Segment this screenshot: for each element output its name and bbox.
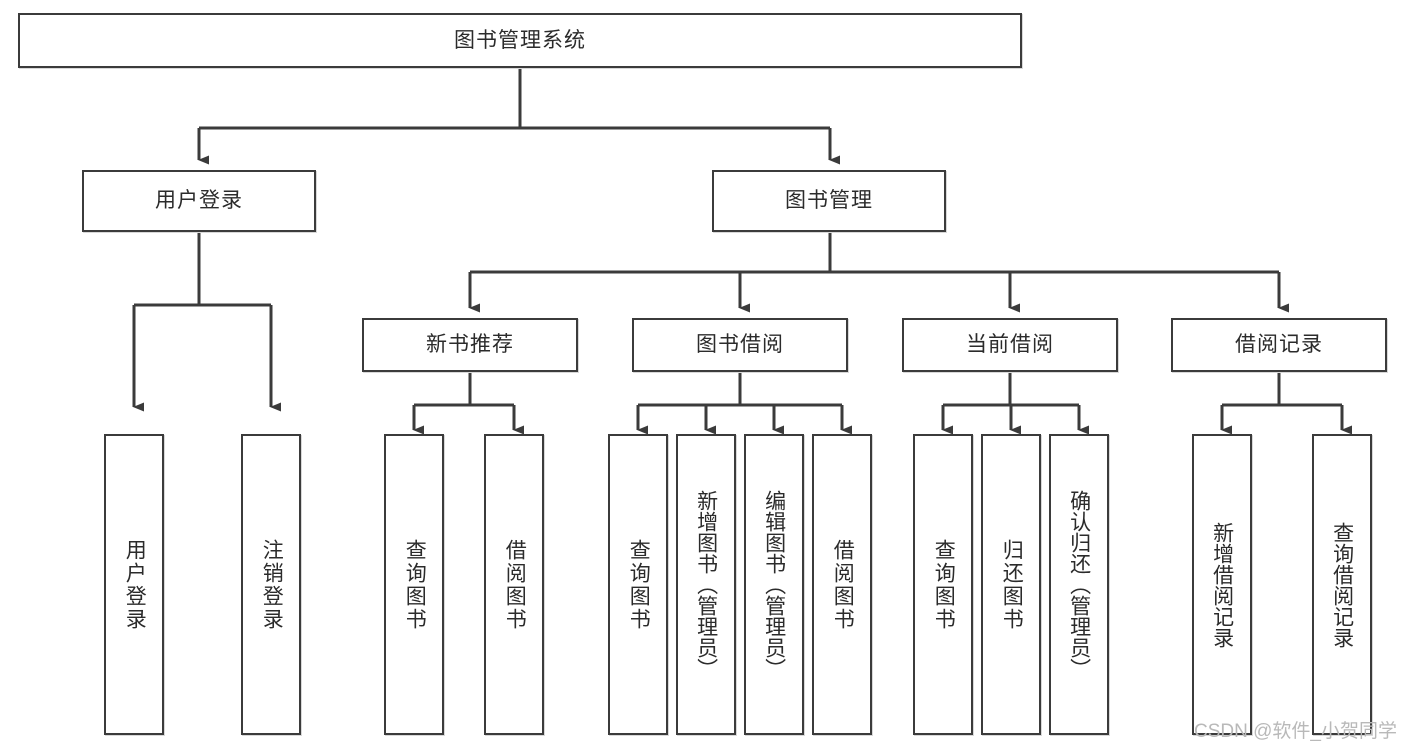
node-borrow-record[interactable]: 借阅记录 (1171, 318, 1387, 372)
node-root-label: 图书管理系统 (454, 28, 586, 52)
node-leaf-return-book-label: 归还图书 (1000, 538, 1024, 631)
node-user-login-label: 用户登录 (155, 189, 243, 213)
node-book-borrow-label: 图书借阅 (696, 333, 784, 357)
node-leaf-query-book-3-label: 查询图书 (932, 538, 956, 631)
node-leaf-user-login[interactable]: 用户登录 (104, 434, 164, 735)
node-leaf-borrow-book-2-label: 借阅图书 (831, 538, 855, 631)
node-leaf-query-book-2[interactable]: 查询图书 (608, 434, 668, 735)
node-leaf-query-book-1[interactable]: 查询图书 (384, 434, 444, 735)
node-leaf-borrow-book-2[interactable]: 借阅图书 (812, 434, 872, 735)
node-user-login[interactable]: 用户登录 (82, 170, 316, 232)
node-book-manage[interactable]: 图书管理 (712, 170, 946, 232)
node-borrow-record-label: 借阅记录 (1235, 333, 1323, 357)
node-leaf-edit-book[interactable]: 编辑图书（管理员） (744, 434, 804, 735)
node-leaf-query-book-3[interactable]: 查询图书 (913, 434, 973, 735)
node-leaf-confirm-return-label: 确认归还（管理员） (1067, 490, 1091, 679)
node-book-manage-label: 图书管理 (785, 189, 873, 213)
watermark-text: CSDN @软件_小贺同学 (1194, 721, 1397, 742)
node-leaf-query-book-1-label: 查询图书 (403, 538, 427, 631)
node-current-borrow[interactable]: 当前借阅 (902, 318, 1118, 372)
node-new-book-rec-label: 新书推荐 (426, 333, 514, 357)
node-root[interactable]: 图书管理系统 (18, 13, 1022, 68)
node-leaf-query-record[interactable]: 查询借阅记录 (1312, 434, 1372, 735)
node-leaf-borrow-book-1-label: 借阅图书 (503, 538, 527, 631)
node-leaf-add-record[interactable]: 新增借阅记录 (1192, 434, 1252, 735)
node-leaf-borrow-book-1[interactable]: 借阅图书 (484, 434, 544, 735)
node-book-borrow[interactable]: 图书借阅 (632, 318, 848, 372)
node-current-borrow-label: 当前借阅 (966, 333, 1054, 357)
node-leaf-logout-login[interactable]: 注销登录 (241, 434, 301, 735)
node-leaf-add-book[interactable]: 新增图书（管理员） (676, 434, 736, 735)
node-leaf-logout-login-label: 注销登录 (260, 538, 284, 631)
node-leaf-add-book-label: 新增图书（管理员） (694, 490, 718, 679)
node-new-book-rec[interactable]: 新书推荐 (362, 318, 578, 372)
node-leaf-edit-book-label: 编辑图书（管理员） (762, 490, 786, 679)
node-leaf-confirm-return[interactable]: 确认归还（管理员） (1049, 434, 1109, 735)
node-leaf-user-login-label: 用户登录 (123, 538, 147, 631)
node-leaf-query-book-2-label: 查询图书 (627, 538, 651, 631)
node-leaf-query-record-label: 查询借阅记录 (1330, 521, 1354, 648)
node-leaf-add-record-label: 新增借阅记录 (1210, 521, 1234, 648)
node-leaf-return-book[interactable]: 归还图书 (981, 434, 1041, 735)
